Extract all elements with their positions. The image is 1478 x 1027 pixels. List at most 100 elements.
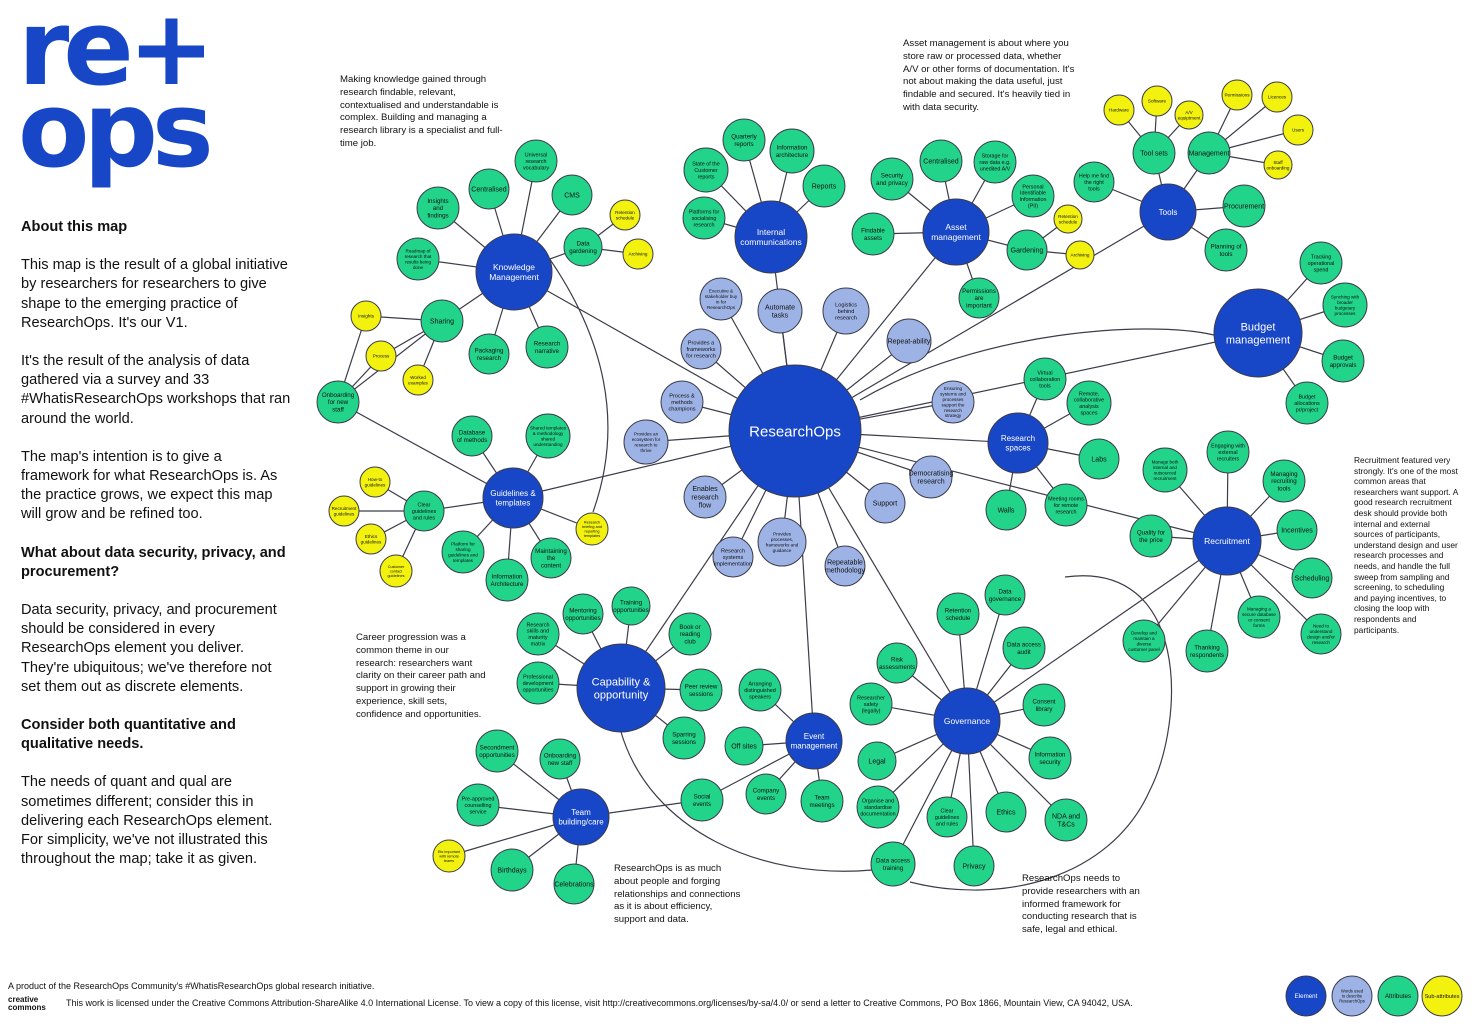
- node-circle: [355, 523, 387, 555]
- node-tool-sets: Tool sets: [1132, 131, 1176, 175]
- node-circle: [552, 788, 610, 846]
- edge-gov-rec: [966, 540, 1228, 722]
- node-circle: [1192, 506, 1262, 576]
- node-circle: [485, 558, 529, 602]
- node-circle: [1103, 94, 1135, 126]
- node-circle: [1285, 381, 1329, 425]
- node-circle: [1261, 81, 1293, 113]
- node-label: Incentives: [1281, 527, 1313, 534]
- node-circle: [1174, 100, 1204, 130]
- node-circle: [1129, 514, 1173, 558]
- node-circle: [1006, 229, 1048, 271]
- node-label: Celebrations: [554, 881, 594, 888]
- node-circle: [728, 364, 862, 498]
- node-circle: [1263, 150, 1293, 180]
- node-circle: [402, 364, 434, 396]
- node-circle: [958, 277, 1000, 319]
- node-circle: [712, 536, 754, 578]
- node-circle: [609, 199, 641, 231]
- edge-curve-2: [909, 575, 1173, 891]
- footer-product-line: A product of the ResearchOps Community's…: [8, 981, 375, 991]
- node-label: Centralised: [471, 186, 507, 193]
- node-circle: [1141, 85, 1173, 117]
- node-label: Procurement: [1224, 203, 1264, 210]
- creative-commons-logo: creative commons: [8, 995, 46, 1012]
- node-label: Sharing: [430, 318, 454, 325]
- node-circle: [876, 642, 918, 684]
- node-gardening: Gardening: [1006, 229, 1048, 271]
- node-circle: [396, 237, 440, 281]
- legend-swatch: [1285, 975, 1327, 1017]
- node-circle: [724, 726, 764, 766]
- node-capability-opportunity: Capability &opportunity: [576, 643, 666, 733]
- node-privacy: Privacy: [953, 845, 995, 887]
- node-process: Process: [365, 340, 397, 372]
- node-circle: [1023, 357, 1067, 401]
- legend-label: Attributes: [1385, 993, 1411, 1000]
- node-legal: Legal: [857, 741, 897, 781]
- node-sharing: Sharing: [420, 299, 464, 343]
- edge-curve-4: [859, 328, 1215, 401]
- about-heading: About this map: [21, 219, 128, 235]
- node-label: Legal: [868, 758, 886, 765]
- node-circle: [757, 288, 803, 334]
- re-ops-logo: re+ ops: [18, 0, 218, 182]
- node-governance: Governance: [933, 687, 1001, 755]
- node-tools: Tools: [1139, 183, 1197, 241]
- node-circle: [490, 848, 534, 892]
- legend-swatch: [1331, 975, 1373, 1017]
- node-licences: Licences: [1261, 81, 1293, 113]
- node-circle: [1011, 174, 1055, 218]
- node-insights: Insights: [350, 300, 382, 332]
- node-label: Off sites: [731, 743, 757, 750]
- node-circle: [1276, 509, 1318, 551]
- node-hardware: Hardware: [1103, 94, 1135, 126]
- node-circle: [1222, 184, 1266, 228]
- node-repeat-ability: Repeat-ability: [886, 318, 932, 364]
- node-circle: [886, 318, 932, 364]
- node-circle: [1204, 228, 1248, 272]
